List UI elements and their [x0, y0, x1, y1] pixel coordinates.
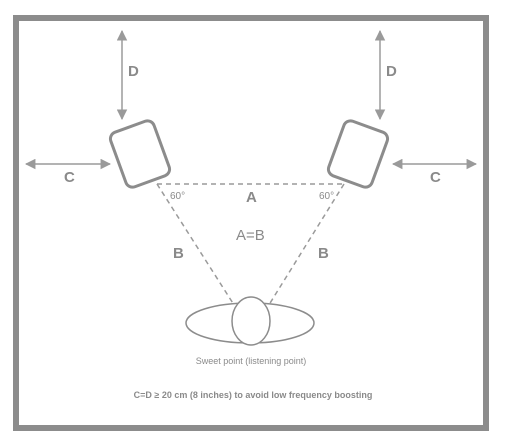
- line-b-right: [266, 183, 345, 309]
- left-speaker-icon: [108, 119, 172, 189]
- angle-right: 60°: [319, 191, 334, 202]
- sweet-point-caption: Sweet point (listening point): [196, 356, 307, 366]
- line-b-left: [156, 183, 237, 309]
- label-d-left: D: [128, 63, 139, 80]
- angle-left: 60°: [170, 191, 185, 202]
- right-speaker-icon: [326, 119, 390, 189]
- label-equality: A=B: [236, 227, 265, 244]
- label-c-left: C: [64, 169, 75, 186]
- footnote: C=D ≥ 20 cm (8 inches) to avoid low freq…: [134, 390, 373, 400]
- label-d-right: D: [386, 63, 397, 80]
- label-b-left: B: [173, 245, 184, 262]
- label-a: A: [246, 189, 257, 206]
- listener-head-icon: [231, 296, 271, 346]
- label-b-right: B: [318, 245, 329, 262]
- room-wall: [13, 15, 489, 431]
- label-c-right: C: [430, 169, 441, 186]
